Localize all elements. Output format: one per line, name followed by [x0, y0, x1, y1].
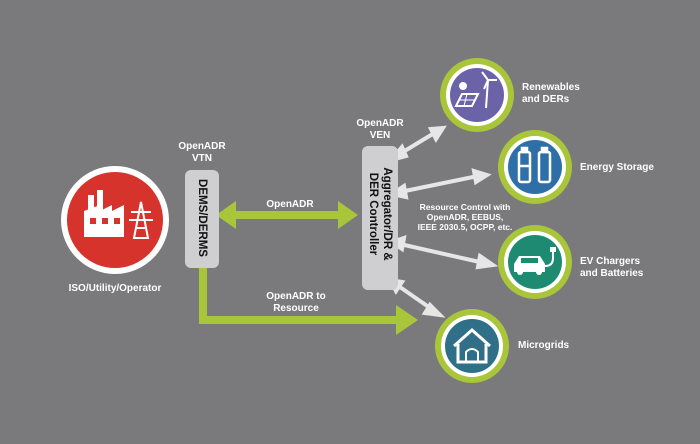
dems-derms-box: DEMS/DERMS [185, 170, 219, 268]
openadr-label: OpenADR [266, 199, 314, 210]
ev-node [498, 225, 572, 299]
ev-car-icon [514, 247, 556, 275]
resource-control-arrows [385, 125, 499, 318]
renewables-node [440, 58, 514, 132]
resource-control-label: Resource Control with OpenADR, EEBUS, IE… [417, 202, 513, 232]
aggregator-label: Aggregator/DR & DER Controller [367, 167, 393, 261]
storage-node [498, 130, 572, 204]
factory-icon [84, 190, 153, 239]
renewables-label: Renewables and DERs [522, 82, 580, 105]
house-icon [453, 327, 491, 364]
openadr-arrow [216, 201, 358, 229]
aggregator-box: Aggregator/DR & DER Controller [362, 146, 398, 290]
battery-icon [517, 146, 552, 184]
microgrids-label: Microgrids [518, 340, 570, 351]
vtn-label: OpenADR VTN [178, 141, 226, 164]
storage-label: Energy Storage [580, 162, 654, 173]
utility-node [61, 166, 169, 274]
solar-panel-icon [454, 71, 497, 109]
openadr-to-resource-arrow [199, 268, 418, 335]
openadr-to-resource-label: OpenADR to Resource [266, 291, 326, 314]
ven-label: OpenADR VEN [356, 118, 404, 141]
microgrids-node [435, 309, 509, 383]
ev-label: EV Chargers and Batteries [580, 256, 644, 279]
dems-derms-label: DEMS/DERMS [196, 179, 208, 257]
utility-label: ISO/Utility/Operator [68, 283, 162, 294]
